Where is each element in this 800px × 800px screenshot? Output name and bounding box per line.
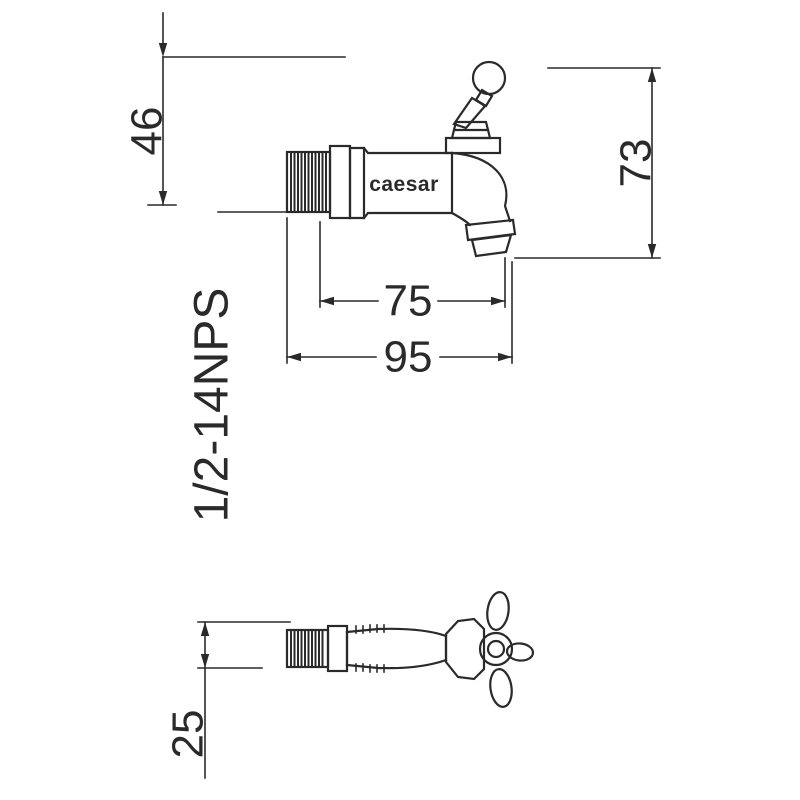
dim-46-label: 46 [123,107,172,156]
dim-46: 46 [123,12,346,206]
handle-arm-up [486,591,510,631]
side-view-drawing: caesar [285,60,517,258]
handle-hub-inner [486,639,506,659]
top-view-body [345,624,448,673]
inlet-thread [285,150,332,214]
thread-spec-label: 1/2-14NPS [186,288,239,523]
dim-73: 73 [514,67,661,259]
top-view-dimensions: 25 [164,621,291,779]
top-view-cross-handle [478,591,535,708]
handle-arm-right [505,642,535,662]
spout [450,151,517,258]
top-view-thread-hatch [290,631,324,666]
top-view-drawing [285,591,535,708]
side-view-dimensions: 46 73 75 95 [123,12,661,523]
lever-neck [474,88,494,108]
spout-aerator-band [464,218,517,242]
top-view-thread [285,624,349,673]
top-view-valve-hex [444,617,486,681]
dim-95-label: 95 [384,333,433,382]
dim-75: 75 [319,221,506,326]
dim-73-label: 73 [612,139,661,188]
dim-25-label: 25 [164,710,213,759]
faucet-body: caesar [348,146,454,220]
handle-hub-outer [478,631,514,667]
thread-spec: 1/2-14NPS [186,211,288,523]
dim-25: 25 [164,621,291,779]
dim-95: 95 [286,217,513,382]
handle-arm-down [489,668,513,708]
body-rib-ticks [355,624,385,673]
handle-assembly [444,60,507,155]
brand-logo-text: caesar [369,173,439,196]
thread-hatch-lines [290,153,327,211]
dim-75-label: 75 [384,277,433,326]
inlet-collar [328,144,352,220]
spout-outlet-tip [470,233,513,258]
handle-ball-knob [471,60,507,96]
